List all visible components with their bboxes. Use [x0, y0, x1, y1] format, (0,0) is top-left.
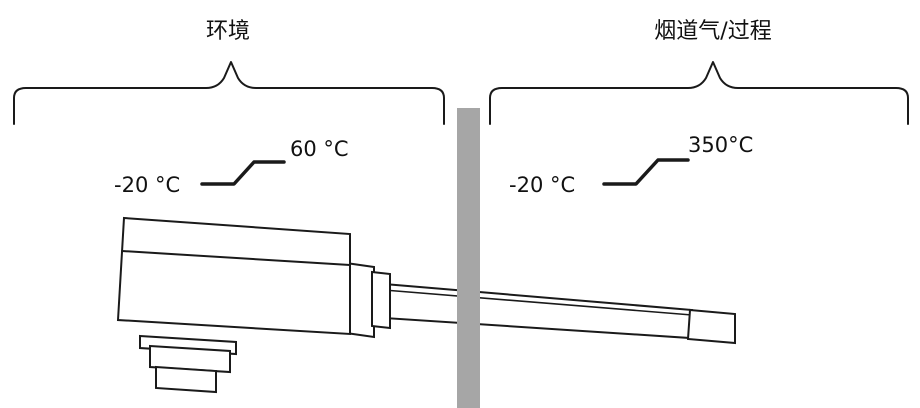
- probe-tip: [686, 308, 736, 345]
- ambient-temp-high: 60 °C: [290, 137, 349, 161]
- ambient-temp-low: -20 °C: [114, 173, 180, 197]
- transmitter-device: [116, 216, 736, 394]
- process-temp-ramp-icon: [602, 158, 690, 186]
- process-temp-high: 350°C: [688, 133, 753, 157]
- process-zone-title: 烟道气/过程: [654, 19, 771, 44]
- duct-wall: [457, 108, 480, 408]
- housing-lid-seam: [121, 250, 351, 266]
- process-temp-low: -20 °C: [509, 173, 575, 197]
- ambient-zone-brace: [13, 61, 445, 125]
- process-zone: 烟道气/过程 -20 °C 350°C: [489, 19, 909, 197]
- probe-tube-edge: [383, 289, 693, 316]
- ambient-zone-title: 环境: [206, 19, 250, 44]
- cable-gland-body: [149, 344, 231, 374]
- cable-gland-nut: [155, 365, 217, 394]
- process-zone-brace: [489, 61, 909, 125]
- ambient-zone: 环境 -20 °C 60 °C: [13, 19, 445, 197]
- ambient-temp-ramp-icon: [200, 160, 286, 186]
- housing-neck-inner: [371, 270, 391, 330]
- transmitter-housing: [116, 216, 351, 336]
